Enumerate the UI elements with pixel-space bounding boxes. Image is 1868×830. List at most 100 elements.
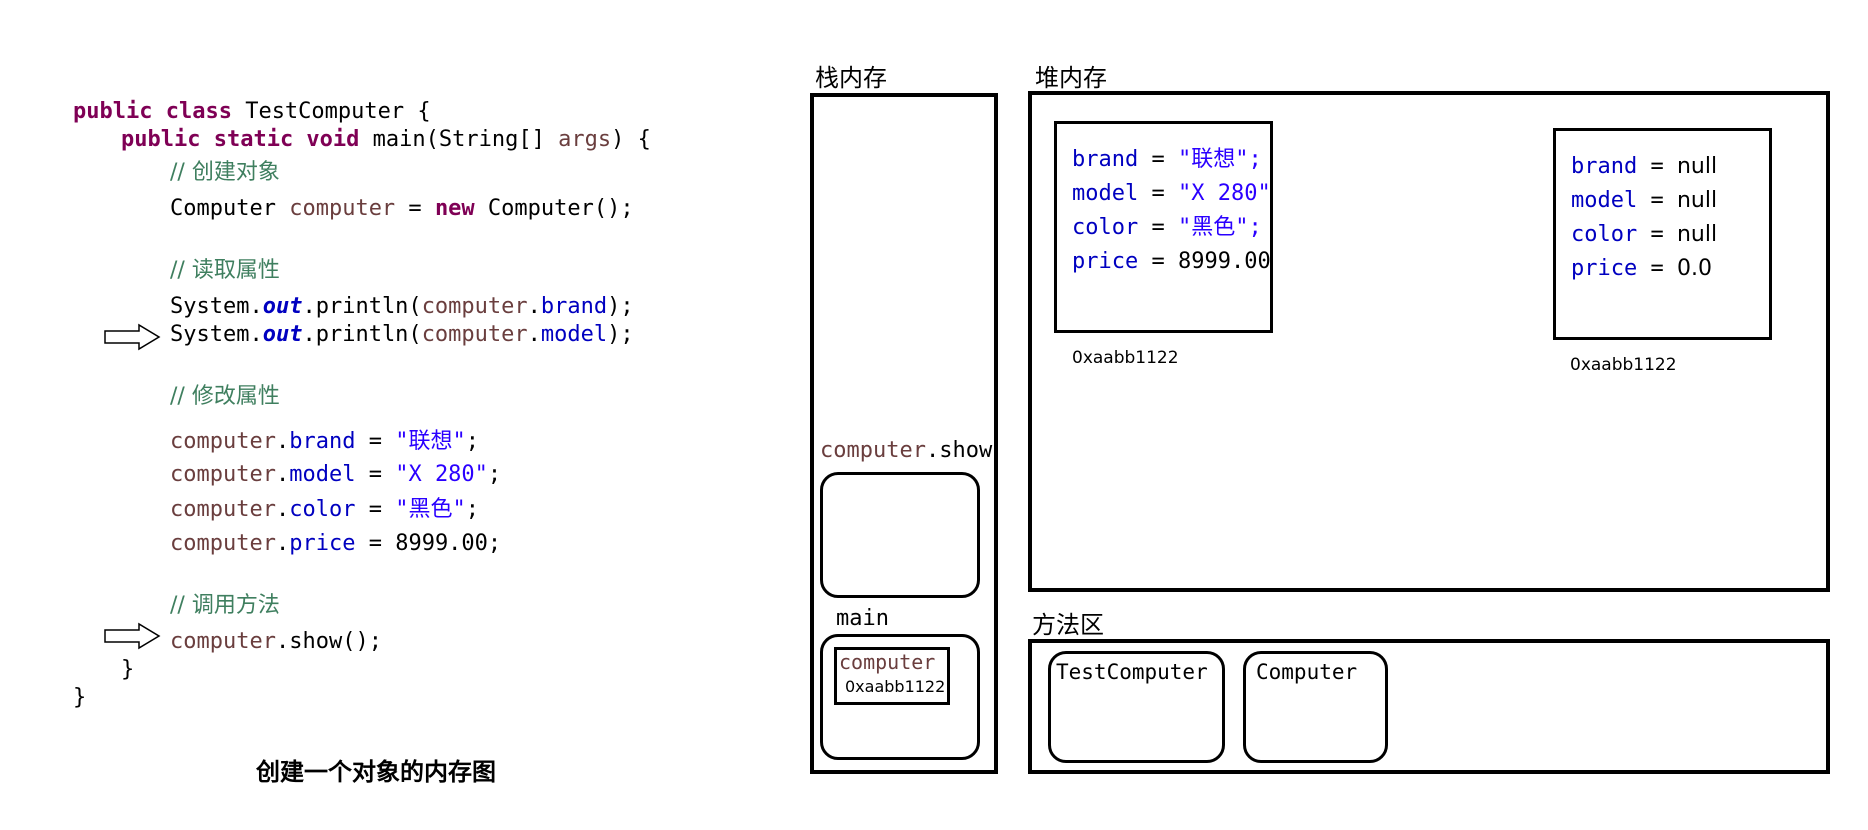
- heap-label: 堆内存: [1035, 64, 1107, 92]
- field-value: null: [1676, 188, 1718, 213]
- code-close-brace: }: [121, 657, 135, 682]
- heap-object-1: brand = "联想"; model = "X 280" color = "黑…: [1054, 121, 1273, 333]
- code-variable: args: [558, 127, 612, 152]
- code-line-set-brand: computer.brand = "联想";: [170, 431, 479, 453]
- code-text: .: [527, 322, 541, 347]
- code-variable: computer: [421, 322, 528, 347]
- code-text: .: [527, 294, 541, 319]
- code-text: =: [355, 429, 396, 454]
- code-variable: computer: [170, 429, 276, 454]
- local-var-computer: computer 0xaabb1122: [834, 647, 950, 705]
- field-name: model: [1072, 181, 1139, 206]
- arrow-right-icon: [104, 323, 161, 351]
- code-text: );: [607, 294, 634, 319]
- stack-label: 栈内存: [815, 64, 887, 92]
- field-value: "X 280": [1177, 181, 1271, 206]
- code-text: =: [355, 531, 396, 556]
- code-line-new: Computer computer = new Computer();: [170, 198, 634, 220]
- code-string: "黑色": [395, 497, 466, 522]
- code-text: ;: [487, 462, 502, 487]
- code-field: price: [289, 531, 356, 556]
- code-variable: computer: [170, 462, 276, 487]
- code-field: model: [289, 462, 356, 487]
- code-string: "X 280": [395, 462, 488, 487]
- code-text: ) {: [611, 127, 651, 152]
- code-text: ;: [487, 531, 502, 556]
- class-testcomputer: TestComputer: [1048, 651, 1225, 763]
- field-name: model: [1571, 188, 1638, 213]
- code-number: 8999.00: [395, 531, 488, 556]
- code-field: model: [540, 322, 608, 347]
- stack-frame-show: [820, 472, 980, 598]
- code-comment: // 读取属性: [170, 258, 280, 283]
- code-text: .: [275, 629, 290, 654]
- code-line-print-model: System.out.println(computer.model);: [170, 324, 634, 346]
- code-close-brace: }: [73, 685, 87, 710]
- class-name: TestComputer: [1056, 660, 1208, 684]
- code-text: .println(: [302, 294, 422, 319]
- frame-show-label: computer.show: [820, 438, 992, 463]
- object-field: brand = "联想";: [1072, 147, 1262, 172]
- field-value: 0.0: [1676, 256, 1712, 281]
- keyword: public static void: [121, 127, 360, 152]
- keyword: public class: [73, 99, 232, 124]
- field-value: null: [1676, 222, 1718, 247]
- heap-object-2: brand = null model = null color = null p…: [1553, 128, 1772, 340]
- code-string: "联想": [395, 429, 466, 454]
- arrow-right-icon: [104, 622, 161, 650]
- code-variable: computer: [170, 629, 276, 654]
- code-text: show();: [289, 629, 382, 654]
- code-line-class: public class TestComputer {: [73, 101, 431, 123]
- class-computer: Computer: [1243, 651, 1388, 763]
- code-text: Computer: [170, 196, 290, 221]
- field-name: price: [1072, 249, 1139, 274]
- frame-main-label: main: [836, 606, 889, 631]
- code-line-show: computer.show();: [170, 631, 382, 653]
- code-static-field: out: [262, 294, 303, 319]
- code-text: .: [275, 429, 290, 454]
- object-1-address: 0xaabb1122: [1072, 348, 1179, 368]
- code-text: =: [355, 497, 396, 522]
- code-static-field: out: [262, 322, 303, 347]
- code-variable: computer: [170, 497, 276, 522]
- code-field: brand: [540, 294, 608, 319]
- code-text: TestComputer {: [231, 99, 431, 124]
- code-text: .println(: [302, 322, 422, 347]
- code-text: .: [275, 497, 290, 522]
- object-2-address: 0xaabb1122: [1570, 355, 1677, 375]
- field-value: null: [1676, 154, 1718, 179]
- field-name: color: [1072, 215, 1139, 240]
- keyword: new: [434, 196, 475, 221]
- object-field: brand = null: [1571, 154, 1718, 179]
- code-line-main: public static void main(String[] args) {: [121, 129, 651, 151]
- object-field: color = "黑色";: [1072, 215, 1262, 240]
- code-variable: computer: [289, 196, 396, 221]
- code-text: .show: [925, 438, 993, 463]
- code-line-set-color: computer.color = "黑色";: [170, 499, 479, 521]
- code-line-set-model: computer.model = "X 280";: [170, 464, 501, 486]
- diagram-title: 创建一个对象的内存图: [256, 758, 496, 786]
- field-value: "黑色";: [1177, 215, 1262, 240]
- object-field: model = "X 280": [1072, 181, 1271, 206]
- code-comment: // 修改属性: [170, 384, 280, 409]
- field-name: price: [1571, 256, 1638, 281]
- code-text: ;: [465, 429, 479, 454]
- object-field: price = 0.0: [1571, 256, 1712, 281]
- code-text: =: [395, 196, 435, 221]
- code-variable: computer: [170, 531, 276, 556]
- local-var-name: computer: [839, 650, 936, 674]
- code-line-set-price: computer.price = 8999.00;: [170, 533, 501, 555]
- field-value: 8999.00: [1177, 249, 1271, 274]
- code-comment: // 调用方法: [170, 593, 280, 618]
- object-field: color = null: [1571, 222, 1718, 247]
- code-text: .: [275, 531, 290, 556]
- code-field: color: [289, 497, 356, 522]
- code-line-print-brand: System.out.println(computer.brand);: [170, 296, 634, 318]
- field-value: "联想";: [1177, 147, 1262, 172]
- code-variable: computer: [421, 294, 528, 319]
- code-text: ;: [465, 497, 479, 522]
- code-field: brand: [289, 429, 356, 454]
- field-name: color: [1571, 222, 1638, 247]
- field-name: brand: [1072, 147, 1139, 172]
- code-text: main(String[]: [359, 127, 559, 152]
